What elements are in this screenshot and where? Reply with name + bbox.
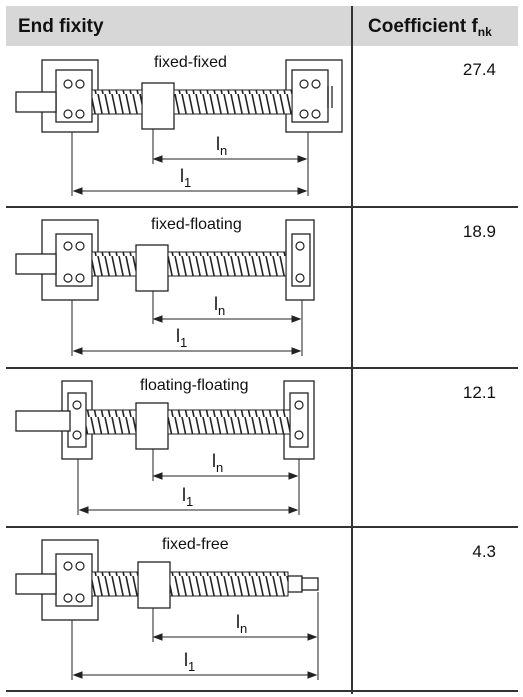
row-separator <box>6 206 518 208</box>
header-end-fixity: End fixity <box>18 16 104 37</box>
case-label: fixed-free <box>162 536 229 553</box>
l1-dimension-label: l1 <box>176 326 187 350</box>
fixed-free-diagram: ln l1 <box>15 539 319 680</box>
table-header: End fixity Coefficient fnk <box>6 6 518 46</box>
table-row-fixed-free: fixed-free 4.3 ln l1 <box>6 528 518 690</box>
table-row-fixed-fixed: fixed-fixed 27.4 <box>6 46 518 206</box>
row-separator <box>6 526 518 528</box>
ln-dimension-label: ln <box>216 134 227 158</box>
ln-dimension-label: ln <box>212 451 223 475</box>
l1-dimension-label: l1 <box>182 485 193 509</box>
table-row-fixed-floating: fixed-floating 18.9 ln <box>6 208 518 367</box>
l1-dimension-label: l1 <box>180 166 191 190</box>
header-coefficient: Coefficient fnk <box>368 16 492 39</box>
ln-dimension-label: ln <box>236 612 247 636</box>
row-separator <box>6 367 518 369</box>
coefficient-value: 4.3 <box>472 542 496 561</box>
case-label: floating-floating <box>140 377 249 394</box>
l1-dimension-label: l1 <box>184 650 195 674</box>
coefficient-value: 12.1 <box>462 383 496 402</box>
row-separator <box>6 690 518 692</box>
fixed-fixed-diagram: ln l1 <box>15 59 343 196</box>
column-divider <box>351 6 353 694</box>
case-label: fixed-fixed <box>154 54 227 71</box>
ln-dimension-label: ln <box>214 294 225 318</box>
case-label: fixed-floating <box>151 216 242 233</box>
coefficient-value: 18.9 <box>462 222 496 241</box>
table-row-floating-floating: floating-floating 12.1 ln l1 <box>6 369 518 526</box>
coefficient-value: 27.4 <box>462 60 496 79</box>
fixed-floating-diagram: ln l1 <box>15 219 315 356</box>
floating-floating-diagram: ln l1 <box>15 380 315 515</box>
